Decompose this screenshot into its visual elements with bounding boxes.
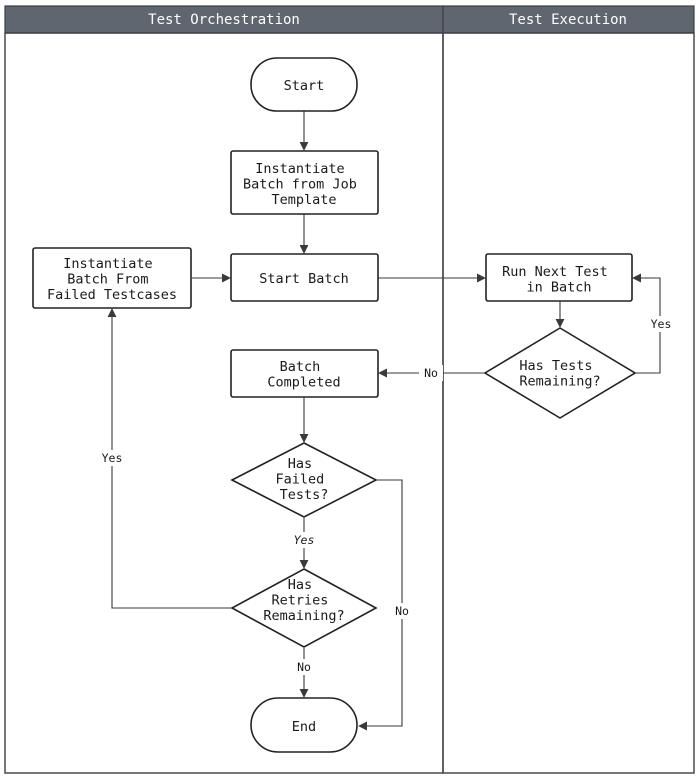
- node-instantiate-failed-line-2: Batch From: [67, 272, 148, 288]
- node-batch-completed-line-1: Batch: [280, 359, 321, 375]
- node-has-failed-tests: Has Failed Tests?: [230, 442, 378, 518]
- node-instantiate-failed-line-3: Failed Testcases: [47, 287, 177, 303]
- edge-label-failed-tests-yes: Yes: [294, 533, 315, 547]
- svg-text:Instantiate Batch From: Instantiate Batch From Failed Testcases: [47, 256, 177, 303]
- edge-label-retries-no: No: [297, 660, 311, 674]
- edge-label-tests-remaining-no: No: [424, 366, 438, 380]
- edge-labels: Yes No Yes No Yes No: [99, 316, 674, 675]
- node-has-retries-remaining-line-1: Has: [288, 577, 312, 593]
- svg-text:Instantiate Batch from: Instantiate Batch from Job Template: [243, 161, 365, 208]
- node-batch-completed-line-2: Completed: [267, 375, 340, 391]
- svg-text:Has Retries Re: Has Retries Remaining?: [263, 577, 344, 624]
- svg-text:End: End: [292, 719, 316, 735]
- node-has-failed-tests-line-3: Tests?: [280, 487, 329, 503]
- svg-text:Has Failed Tes: Has Failed Tests?: [276, 456, 333, 503]
- edges: [107, 111, 661, 731]
- node-run-next-test: Run Next Test in Batch: [485, 253, 633, 302]
- node-has-failed-tests-line-1: Has: [288, 456, 312, 472]
- lane-title-execution: Test Execution: [509, 12, 627, 28]
- node-has-retries-remaining-line-2: Retries: [271, 593, 328, 609]
- node-instantiate-template-line-3: Template: [271, 192, 336, 208]
- node-run-next-test-line-2: in Batch: [526, 280, 591, 296]
- svg-text:Start Batch: Start Batch: [259, 271, 348, 287]
- node-start-batch: Start Batch: [230, 253, 379, 302]
- lane-header-orchestration: [4, 5, 444, 34]
- edge-label-failed-tests-no: No: [395, 604, 409, 618]
- nodes: Start Instantiate Batch from Job Templat…: [32, 57, 637, 753]
- lane-header-execution: [442, 5, 695, 34]
- node-end: End: [250, 697, 358, 753]
- swimlane-frame: Test Orchestration Test Execution: [4, 5, 695, 774]
- node-has-retries-remaining: Has Retries Remaining?: [230, 568, 378, 648]
- node-start-batch-line: Start Batch: [259, 271, 348, 287]
- edge-label-tests-remaining-yes: Yes: [651, 317, 672, 331]
- node-end-line: End: [292, 719, 316, 735]
- node-run-next-test-line-1: Run Next Test: [502, 264, 608, 280]
- lane-body-execution: [442, 32, 695, 774]
- node-has-tests-remaining: Has Tests Remaining?: [483, 327, 637, 419]
- lane-title-orchestration: Test Orchestration: [148, 12, 300, 28]
- node-batch-completed: Batch Completed: [230, 349, 379, 398]
- node-instantiate-failed-line-1: Instantiate: [63, 256, 152, 272]
- svg-text:Start: Start: [284, 78, 325, 94]
- svg-text:Batch Completed: Batch Completed: [267, 359, 340, 391]
- svg-text:Has Tests Remaining?: Has Tests Remaining?: [519, 358, 600, 390]
- node-has-retries-remaining-line-3: Remaining?: [263, 608, 344, 624]
- edge-label-retries-yes: Yes: [102, 451, 123, 465]
- node-instantiate-failed: Instantiate Batch From Failed Testcases: [32, 247, 192, 309]
- node-has-failed-tests-line-2: Failed: [276, 472, 325, 488]
- node-start-line: Start: [284, 78, 325, 94]
- node-instantiate-template-line-2: Batch from Job: [243, 177, 357, 193]
- node-has-tests-remaining-line-2: Remaining?: [519, 374, 600, 390]
- node-has-tests-remaining-line-1: Has Tests: [519, 358, 592, 374]
- svg-text:Run Next Test in Batch: Run Next Test in Batch: [502, 264, 616, 296]
- node-instantiate-template-line-1: Instantiate: [255, 161, 344, 177]
- node-instantiate-template: Instantiate Batch from Job Template: [230, 150, 379, 215]
- lane-body-orchestration: [4, 32, 444, 774]
- node-start: Start: [250, 57, 358, 112]
- edge-retries-yes-to-failed-batch: [107, 308, 232, 609]
